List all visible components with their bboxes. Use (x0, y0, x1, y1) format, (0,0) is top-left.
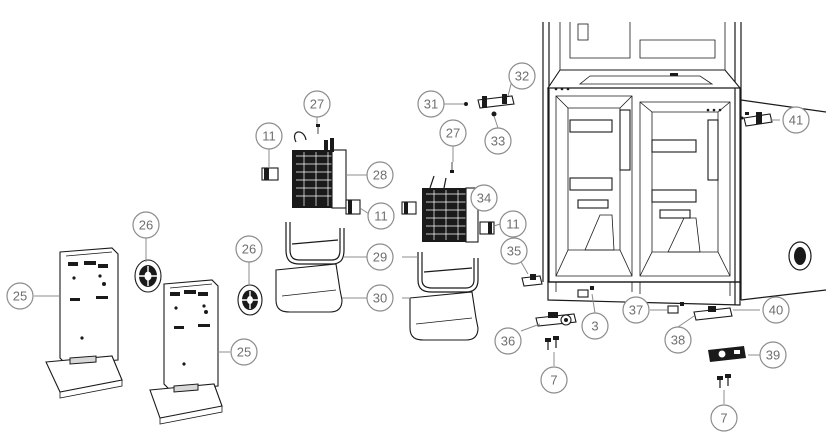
callout-7-right: 7 (710, 404, 738, 432)
callouts: 25 25 26 26 27 27 11 11 11 28 29 30 31 3… (6, 62, 810, 432)
evaporator-left (292, 124, 347, 209)
svg-text:41: 41 (789, 113, 803, 128)
mounting-bracket-left (45, 247, 123, 399)
svg-text:34: 34 (477, 191, 491, 206)
callout-26-upper: 26 (132, 211, 160, 239)
callout-33: 33 (484, 127, 512, 155)
defrost-heater-left (285, 222, 345, 265)
svg-text:27: 27 (446, 126, 460, 141)
hinge-right (740, 112, 773, 127)
svg-text:25: 25 (237, 345, 251, 360)
leader-lines (34, 83, 780, 404)
refrigerator-cabinet (542, 22, 826, 306)
roller-assembly-39 (708, 346, 746, 362)
svg-text:36: 36 (501, 334, 515, 349)
svg-text:26: 26 (242, 242, 256, 257)
retaining-clip-3 (401, 201, 417, 215)
roller-assembly-36 (535, 312, 577, 327)
screws-7b (717, 374, 731, 388)
retaining-clip-4 (479, 221, 495, 235)
drain-pan-left (275, 263, 343, 313)
svg-text:32: 32 (515, 69, 529, 84)
svg-text:26: 26 (139, 218, 153, 233)
svg-text:39: 39 (766, 348, 780, 363)
svg-text:31: 31 (424, 97, 438, 112)
svg-text:33: 33 (491, 134, 505, 149)
callout-27-right: 27 (439, 119, 467, 147)
svg-text:27: 27 (310, 97, 324, 112)
svg-text:3: 3 (591, 319, 598, 334)
defrost-heater-right (417, 252, 479, 293)
svg-text:37: 37 (629, 303, 643, 318)
callout-26-lower: 26 (235, 235, 263, 263)
mounting-bracket-right (149, 279, 223, 425)
callout-29: 29 (366, 243, 394, 271)
callout-30: 30 (366, 284, 394, 312)
svg-text:30: 30 (373, 291, 387, 306)
svg-text:38: 38 (671, 333, 685, 348)
callout-25-left: 25 (6, 282, 34, 310)
svg-text:25: 25 (13, 289, 27, 304)
svg-text:40: 40 (769, 303, 783, 318)
svg-text:35: 35 (507, 244, 521, 259)
callout-3: 3 (581, 312, 609, 340)
callout-31: 31 (417, 90, 445, 118)
evaporator-right (422, 162, 479, 243)
callout-34: 34 (470, 184, 498, 212)
svg-text:28: 28 (373, 168, 387, 183)
callout-37: 37 (622, 296, 650, 324)
hinge-assembly (464, 94, 515, 117)
drain-pan-right (409, 291, 479, 341)
callout-38: 38 (664, 326, 692, 354)
callout-27-left: 27 (303, 90, 331, 118)
svg-text:11: 11 (262, 129, 276, 144)
callout-28: 28 (366, 161, 394, 189)
svg-text:29: 29 (373, 250, 387, 265)
svg-text:7: 7 (550, 373, 557, 388)
callout-39: 39 (759, 341, 787, 369)
callout-32: 32 (508, 62, 536, 90)
callout-7-left: 7 (540, 366, 568, 394)
retaining-clip-2 (345, 199, 361, 215)
callout-25-right: 25 (230, 338, 258, 366)
callout-40: 40 (762, 296, 790, 324)
leveling-leg-35 (521, 274, 543, 287)
fan-motor-upper (134, 259, 162, 293)
svg-text:11: 11 (374, 209, 388, 224)
callout-35: 35 (500, 237, 528, 265)
callout-41: 41 (782, 106, 810, 134)
callout-11-b: 11 (367, 202, 395, 230)
fan-motor-lower (237, 284, 263, 316)
callout-36: 36 (494, 327, 522, 355)
svg-text:7: 7 (720, 411, 727, 426)
screws-7a (545, 336, 559, 350)
callout-11-c: 11 (499, 210, 527, 238)
svg-text:11: 11 (506, 217, 520, 232)
spacer-3 (577, 286, 594, 298)
retaining-clip-1 (261, 167, 279, 181)
leveling-leg-38 (693, 306, 733, 321)
callout-11-a: 11 (255, 122, 283, 150)
